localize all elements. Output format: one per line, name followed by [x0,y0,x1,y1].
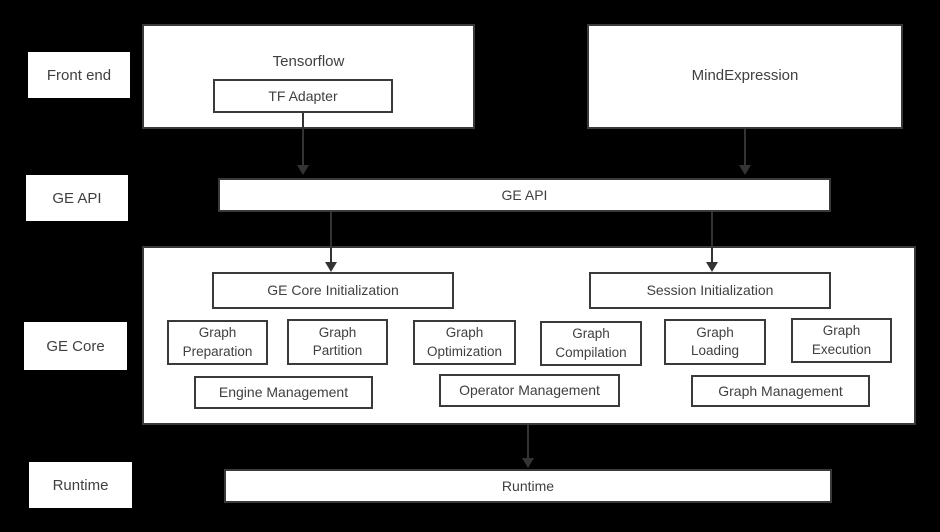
arrow-ge-api-to-session-initialization [706,212,718,272]
graph-management-box: Graph Management [691,375,870,407]
tf-adapter-box: TF Adapter [213,79,393,113]
graph-execution-box: Graph Execution [791,318,892,363]
mindexpression-box: MindExpression [587,24,903,129]
arrow-tf-adapter-to-ge-api [297,113,309,175]
session-initialization-box: Session Initialization [589,272,831,309]
layer-label-runtime: Runtime [29,462,132,508]
graph-partition-box: Graph Partition [287,319,388,365]
graph-preparation-box: Graph Preparation [167,320,268,365]
ge-api-bar: GE API [218,178,831,212]
graph-compilation-box: Graph Compilation [540,321,642,366]
arrow-ge-core-to-runtime [522,425,534,468]
graph-loading-box: Graph Loading [664,319,766,365]
layer-label-ge-core: GE Core [24,322,127,370]
operator-management-box: Operator Management [439,374,620,407]
arrow-ge-api-to-ge-core-initialization [325,212,337,272]
tensorflow-box: Tensorflow TF Adapter [142,24,475,129]
runtime-bar: Runtime [224,469,832,503]
layer-label-ge-api: GE API [26,175,128,221]
graph-optimization-box: Graph Optimization [413,320,516,365]
ge-core-initialization-box: GE Core Initialization [212,272,454,309]
layer-label-front-end: Front end [28,52,130,98]
arrow-mindexpression-to-ge-api [739,129,751,175]
tensorflow-title: Tensorflow [272,53,345,70]
engine-management-box: Engine Management [194,376,373,409]
